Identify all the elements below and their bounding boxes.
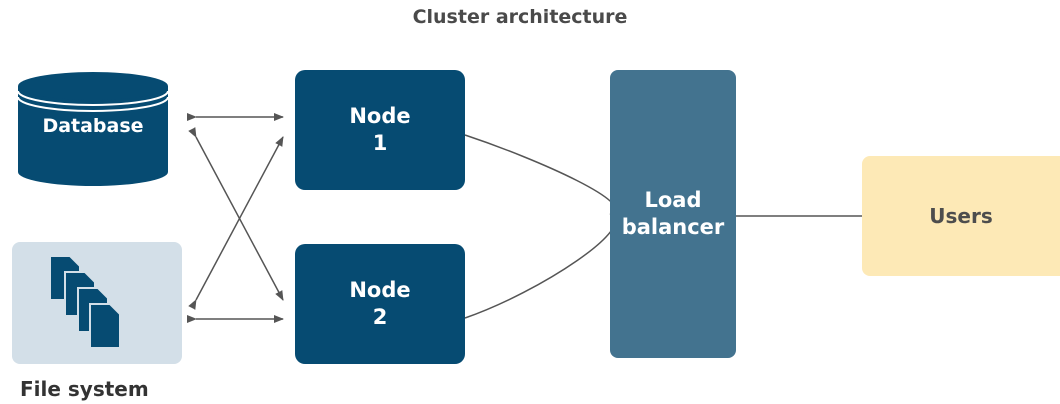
load-balancer-line2: balancer [621, 215, 725, 239]
node-2-label: Node [349, 277, 411, 302]
node-1-label: Node [349, 103, 411, 128]
load-balancer-line1: Load [644, 187, 702, 212]
node-1-number: 1 [372, 131, 388, 155]
diagram-title: Cluster architecture [412, 6, 628, 28]
node-2-number: 2 [372, 305, 388, 329]
users-box: Users [862, 156, 1060, 276]
documents-icon [49, 255, 121, 349]
file-system-label: File system [20, 377, 149, 401]
database-label: Database [42, 115, 144, 137]
load-balancer: Load balancer [610, 70, 736, 358]
users-label: Users [929, 204, 993, 228]
node-2: Node 2 [295, 244, 465, 364]
node1-lb-connector [464, 134, 617, 215]
node2-lb-connector [464, 213, 617, 319]
file-system-box [12, 242, 182, 364]
fs-node1-arrow [188, 136, 284, 310]
database-icon [17, 72, 169, 186]
node-1: Node 1 [295, 70, 465, 190]
